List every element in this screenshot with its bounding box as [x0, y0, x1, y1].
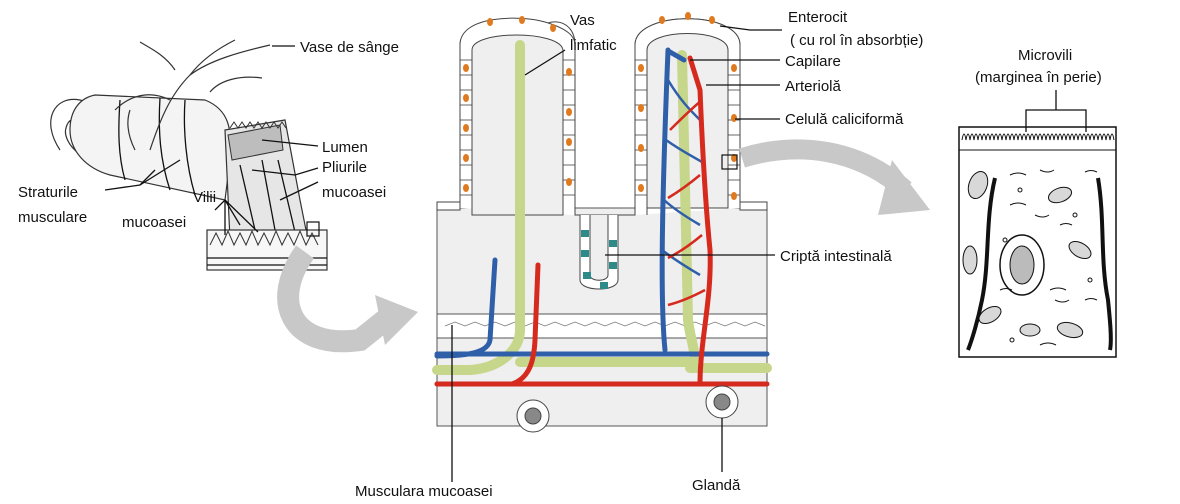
zoom-arrow-right	[739, 139, 912, 198]
label-microvili-2: (marginea în perie)	[975, 69, 1102, 86]
label-vilii-1: Vilii	[193, 189, 216, 206]
muscularis-mucosae	[436, 313, 768, 339]
enterocyte-cell	[958, 126, 1117, 358]
label-enterocit-1: Enterocit	[788, 9, 848, 26]
label-straturile-1: Straturile	[18, 184, 78, 201]
label-pliurile-1: Pliurile	[322, 159, 367, 176]
gland-left	[516, 399, 550, 433]
crypt-cells	[581, 230, 617, 289]
label-vas-1: Vas	[570, 12, 595, 29]
intestine-blood-vessels	[114, 39, 271, 151]
label-vilii-2: mucoasei	[122, 214, 186, 231]
mitochondria	[962, 170, 1092, 339]
zoom-box	[306, 221, 320, 237]
capillaries-blue	[661, 79, 703, 277]
label-enterocit-2: ( cu rol în absorbție)	[790, 32, 923, 49]
organelles	[999, 169, 1098, 346]
label-cripta: Criptă intestinală	[780, 248, 892, 265]
villus-zoom-box	[721, 154, 738, 170]
label-vas-2: limfatic	[570, 37, 617, 54]
enterocyte-nuclei	[463, 12, 737, 200]
gland-right	[705, 385, 739, 419]
label-microvili-1: Microvili	[1018, 47, 1072, 64]
label-straturile-2: musculare	[18, 209, 87, 226]
label-musculara: Musculara mucoasei	[355, 483, 493, 500]
label-glanda: Glandă	[692, 477, 741, 494]
capillaries-red	[667, 99, 706, 307]
label-capilare: Capilare	[785, 53, 841, 70]
intestine-segment	[50, 39, 328, 271]
arteries	[434, 55, 770, 387]
label-arteriola: Arteriolă	[785, 78, 842, 95]
label-pliurile-2: mucoasei	[322, 184, 386, 201]
label-lumen: Lumen	[322, 139, 368, 156]
veins	[434, 47, 770, 359]
villus-section	[432, 12, 772, 433]
label-celula-caliciforma: Celulă caliciformă	[785, 111, 904, 128]
zoom-arrow-left	[277, 245, 392, 353]
label-vase-de-sange: Vase de sânge	[300, 39, 399, 56]
microvilli	[961, 133, 1115, 141]
